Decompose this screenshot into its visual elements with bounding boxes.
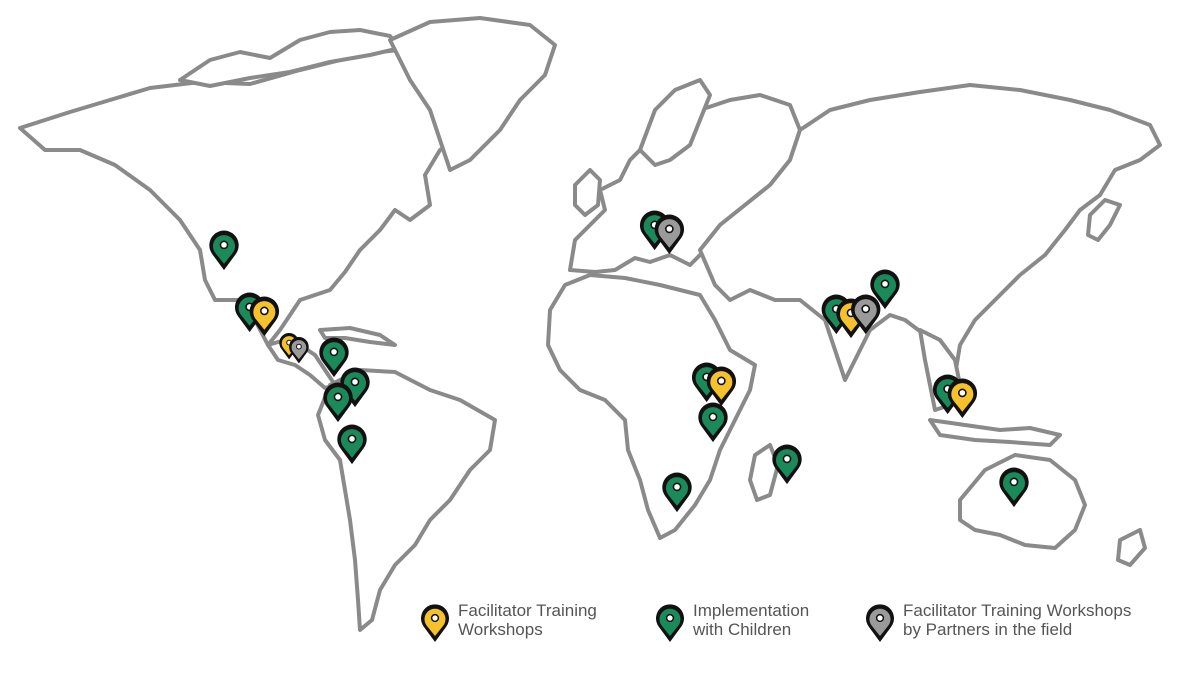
legend-item-partners: Facilitator Training Workshops by Partne… <box>865 600 1131 650</box>
caribbean-islands <box>318 326 397 347</box>
marker-madagascar[interactable] <box>772 444 802 485</box>
new-zealand <box>1116 528 1147 567</box>
pin-icon <box>866 604 894 642</box>
marker-india[interactable] <box>821 294 881 339</box>
australia <box>958 453 1087 550</box>
legend: Facilitator Training Workshops Implement… <box>410 600 1190 660</box>
scandinavia <box>638 78 712 167</box>
map-pin-icon[interactable] <box>999 467 1029 508</box>
pin-fill <box>424 608 446 636</box>
legend-label-partners: Facilitator Training Workshops by Partne… <box>903 601 1132 639</box>
marker-southern-africa[interactable] <box>662 472 692 513</box>
pin-fill <box>869 608 891 636</box>
marker-eastern-europe[interactable] <box>639 210 685 255</box>
marker-caribbean[interactable] <box>319 337 349 378</box>
map-pin-icon[interactable] <box>249 296 280 337</box>
map-pin-icon[interactable] <box>654 214 685 255</box>
legend-item-implementation: Implementation with Children <box>655 600 809 650</box>
marker-tanzania[interactable] <box>698 402 728 443</box>
map-pin-icon[interactable] <box>319 337 349 378</box>
map-pin-icon[interactable] <box>706 366 737 407</box>
markers-layer <box>209 210 1029 513</box>
marker-east-africa[interactable] <box>691 362 737 407</box>
marker-central-america[interactable] <box>279 333 309 364</box>
map-pin-icon[interactable] <box>698 402 728 443</box>
marker-western-usa[interactable] <box>209 230 239 271</box>
arctic-islands <box>178 28 402 88</box>
landmasses <box>18 16 1162 632</box>
greenland <box>388 16 557 172</box>
africa <box>546 273 757 540</box>
legend-item-training: Facilitator Training Workshops <box>420 600 597 650</box>
legend-label-training: Facilitator Training Workshops <box>458 601 597 639</box>
pin-icon <box>421 604 449 642</box>
map-pin-icon[interactable] <box>289 337 309 364</box>
map-pin-icon[interactable] <box>323 382 353 423</box>
map-pin-icon[interactable] <box>851 294 881 335</box>
marker-southeast-asia[interactable] <box>932 374 978 419</box>
map-pin-icon[interactable] <box>870 269 900 310</box>
asia <box>698 83 1162 382</box>
madagascar <box>748 443 780 502</box>
marker-ecuador[interactable] <box>323 382 353 423</box>
map-pin-icon[interactable] <box>209 230 239 271</box>
marker-peru[interactable] <box>337 424 367 465</box>
europe <box>568 93 802 274</box>
map-pin-icon[interactable] <box>947 378 978 419</box>
map-pin-icon[interactable] <box>337 424 367 465</box>
japan <box>1086 198 1122 242</box>
indonesia <box>928 418 1062 447</box>
pin-icon <box>656 604 684 642</box>
marker-mexico[interactable] <box>234 292 280 337</box>
british-isles <box>573 168 602 217</box>
marker-australia[interactable] <box>999 467 1029 508</box>
pin-fill <box>659 608 681 636</box>
marker-nepal[interactable] <box>870 269 900 310</box>
map-pin-icon[interactable] <box>772 444 802 485</box>
map-pin-icon[interactable] <box>662 472 692 513</box>
legend-label-implementation: Implementation with Children <box>693 601 810 639</box>
